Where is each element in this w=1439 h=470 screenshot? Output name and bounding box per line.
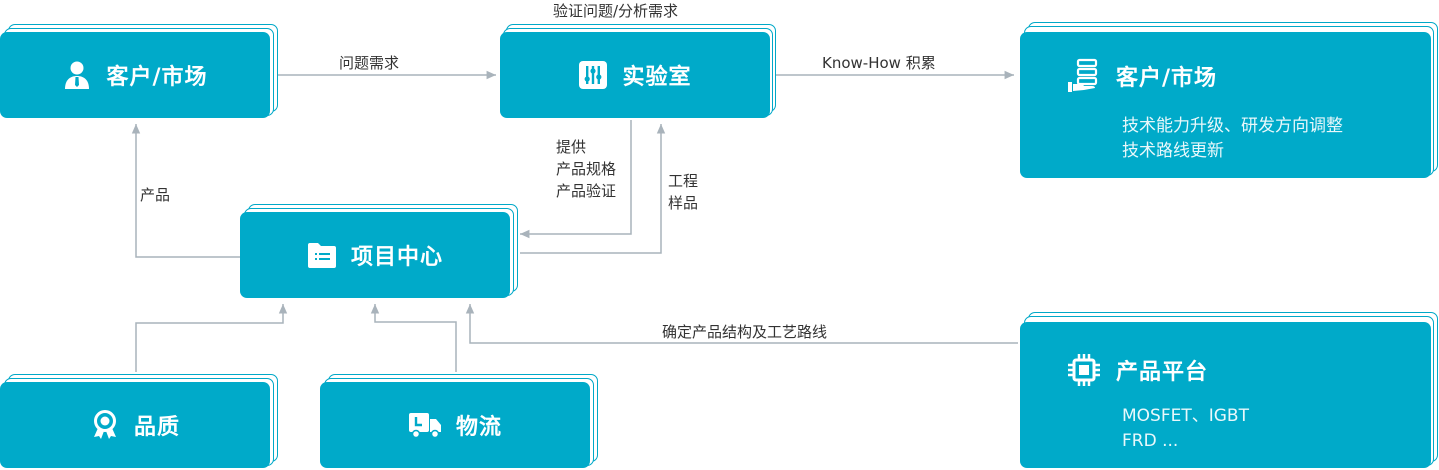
label-validate-analysis: 验证问题/分析需求 bbox=[553, 2, 679, 20]
edge-product bbox=[131, 123, 240, 258]
label-knowhow: Know-How 积累 bbox=[822, 54, 936, 72]
label-provide-specs-line: 产品规格 bbox=[556, 160, 617, 178]
node-product-platform[interactable]: 产品平台 MOSFET、IGBT FRD ... bbox=[1020, 312, 1439, 470]
node-title: 产品平台 bbox=[1116, 360, 1209, 385]
node-title: 客户/市场 bbox=[1116, 66, 1218, 91]
label-engineering-samples: 工程 样品 bbox=[668, 170, 698, 214]
edge-provide-specs bbox=[520, 120, 632, 239]
folder-icon bbox=[307, 241, 337, 269]
node-project-center[interactable]: 项目中心 bbox=[240, 204, 518, 300]
node-title: 项目中心 bbox=[350, 245, 443, 270]
node-detail-line: 技术能力升级、研发方向调整 bbox=[1122, 116, 1343, 136]
edge-logistics bbox=[370, 304, 457, 372]
node-title: 品质 bbox=[133, 415, 180, 440]
person-icon bbox=[62, 60, 92, 90]
label-product: 产品 bbox=[140, 186, 171, 204]
node-quality[interactable]: 品质 bbox=[0, 374, 278, 470]
server-hand-icon bbox=[1066, 58, 1102, 94]
node-logistics[interactable]: 物流 bbox=[320, 374, 598, 470]
chip-icon bbox=[1066, 352, 1102, 388]
award-badge-icon bbox=[90, 410, 120, 440]
label-provide-specs-line: 提供 bbox=[556, 138, 587, 156]
edge-engineering-samples bbox=[520, 123, 666, 254]
label-provide-specs: 提供 产品规格 产品验证 bbox=[556, 136, 616, 202]
edge-quality bbox=[135, 304, 288, 372]
node-title: 物流 bbox=[455, 415, 502, 440]
delivery-truck-icon bbox=[408, 411, 442, 439]
label-engineering-samples-line: 样品 bbox=[668, 194, 699, 212]
node-detail-line: MOSFET、IGBT bbox=[1122, 406, 1249, 426]
label-engineering-samples-line: 工程 bbox=[668, 172, 699, 190]
node-customer-market-left[interactable]: 客户/市场 bbox=[0, 24, 278, 120]
label-provide-specs-line: 产品验证 bbox=[556, 182, 617, 200]
node-detail-line: 技术路线更新 bbox=[1122, 141, 1224, 161]
edge-confirm-structure bbox=[465, 304, 1018, 344]
node-lab[interactable]: 实验室 bbox=[500, 24, 776, 120]
lab-tools-icon bbox=[578, 60, 608, 90]
label-confirm-structure: 确定产品结构及工艺路线 bbox=[662, 323, 828, 341]
node-detail-line: FRD ... bbox=[1122, 431, 1179, 451]
label-problem-demand: 问题需求 bbox=[339, 54, 400, 72]
node-customer-market-right[interactable]: 客户/市场 技术能力升级、研发方向调整 技术路线更新 bbox=[1020, 22, 1439, 180]
node-title: 客户/市场 bbox=[106, 65, 208, 90]
node-title: 实验室 bbox=[622, 65, 692, 90]
